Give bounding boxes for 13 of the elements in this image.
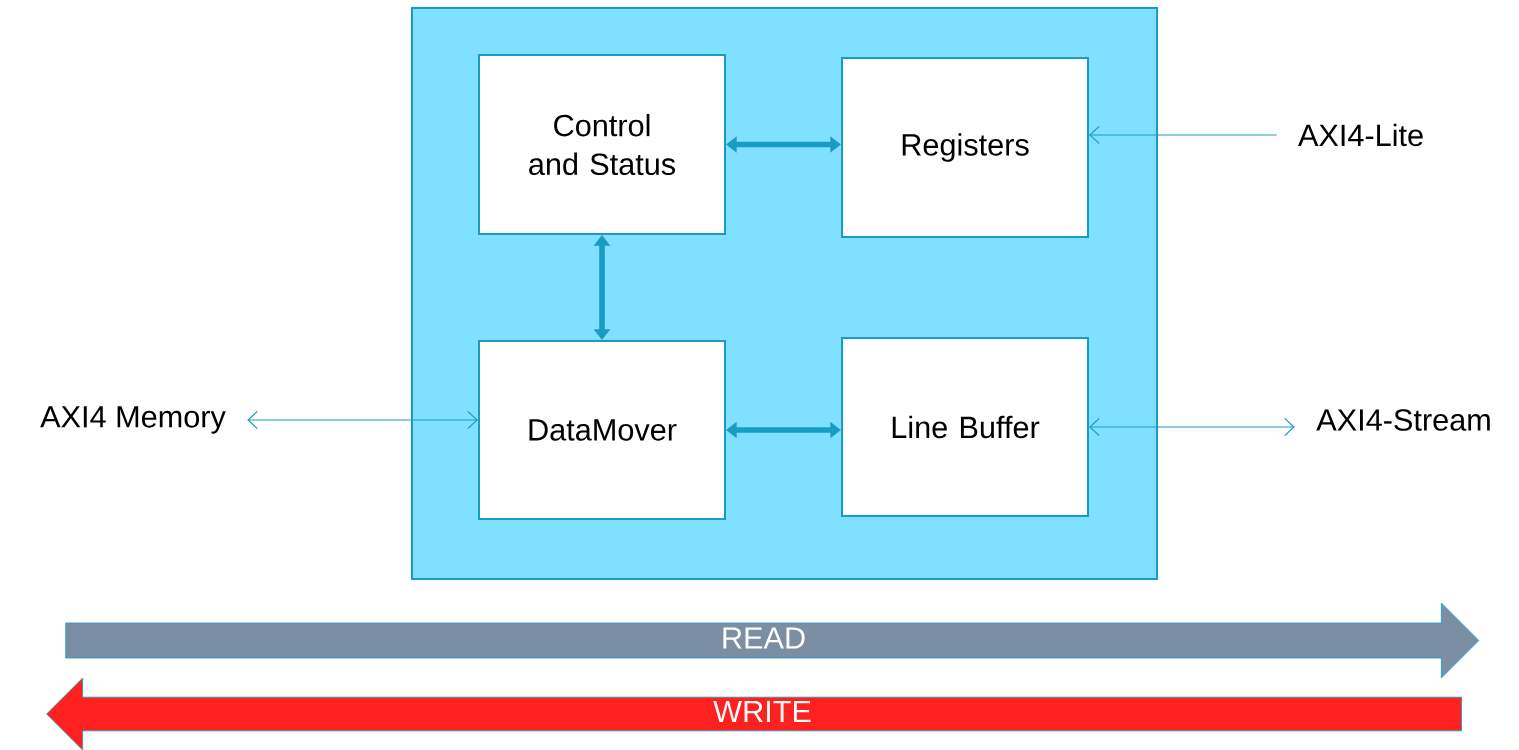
port-label: AXI4-Stream xyxy=(1316,409,1490,431)
port-label: AXI4-Lite xyxy=(1298,123,1423,147)
block-box: Control and Status xyxy=(478,54,726,235)
arrow xyxy=(593,235,611,340)
block-box: Registers xyxy=(841,57,1089,238)
block-box: DataMover xyxy=(478,340,726,520)
port-label: AXI4 Memory xyxy=(40,406,226,434)
arrow xyxy=(247,410,478,430)
arrow xyxy=(1089,125,1278,145)
arrow xyxy=(726,136,841,153)
arrow xyxy=(726,421,841,439)
block-box: Line Buffer xyxy=(841,337,1089,517)
arrow xyxy=(1089,417,1295,437)
